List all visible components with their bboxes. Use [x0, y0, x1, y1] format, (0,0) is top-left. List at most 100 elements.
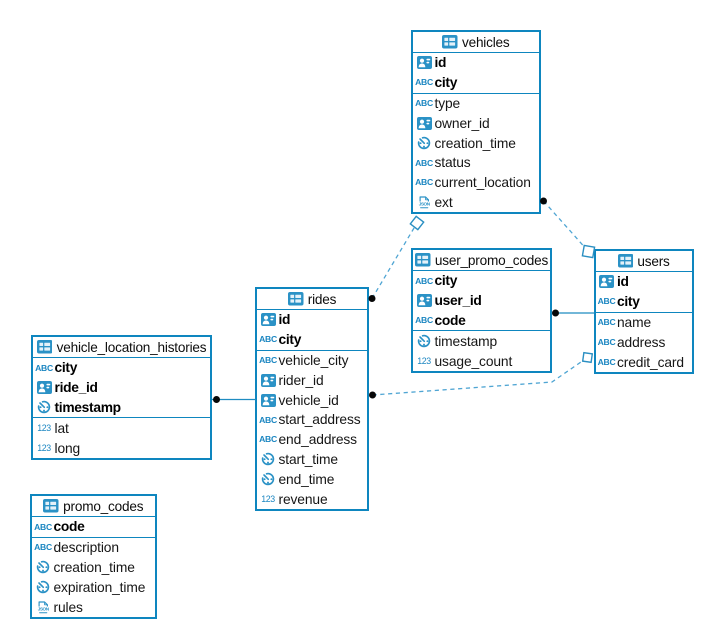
column-row-expiration_time[interactable]: expiration_time [32, 577, 155, 597]
text-abc-icon-glyph: ABC [597, 317, 616, 328]
column-row-owner_id[interactable]: owner_id [413, 113, 539, 133]
text-abc-icon-glyph: ABC [259, 355, 277, 366]
column-row-timestamp[interactable]: timestamp [413, 331, 550, 351]
column-row-creation_time[interactable]: creation_time [413, 133, 539, 153]
table-header-promo_codes[interactable]: promo_codes [32, 496, 155, 517]
column-row-id[interactable]: id [257, 310, 367, 330]
text-abc-icon: ABC [259, 355, 277, 366]
column-row-user_id[interactable]: user_id [413, 291, 550, 311]
table-header-users[interactable]: users [595, 251, 692, 272]
table-title: user_promo_codes [434, 252, 549, 268]
number-123-icon-glyph: 123 [37, 422, 51, 433]
column-name: id [278, 312, 291, 328]
timestamp-icon [416, 334, 432, 348]
uuid-icon [416, 116, 432, 130]
column-row-vehicle_id[interactable]: vehicle_id [257, 390, 367, 410]
column-row-start_time[interactable]: start_time [257, 450, 367, 470]
column-row-creation_time[interactable]: creation_time [32, 558, 155, 578]
relationship-square-marker [581, 351, 594, 364]
timestamp-icon [36, 400, 52, 414]
table-header-user_promo_codes[interactable]: user_promo_codes [413, 250, 550, 271]
table-header-rides[interactable]: rides [257, 289, 367, 310]
table-header-vehicles[interactable]: vehicles [413, 32, 539, 53]
column-name: end_address [278, 432, 358, 448]
column-name: timestamp [434, 333, 498, 349]
text-abc-icon-glyph: ABC [34, 542, 52, 553]
table-icon [415, 253, 431, 267]
column-name: city [54, 360, 78, 376]
relationship-dot-marker [368, 295, 376, 302]
text-abc-icon: ABC [259, 415, 277, 425]
timestamp-icon [260, 472, 276, 486]
column-row-id[interactable]: id [596, 272, 692, 292]
column-name: timestamp [54, 399, 122, 415]
column-row-rider_id[interactable]: rider_id [257, 370, 367, 390]
text-abc-icon-glyph: ABC [597, 336, 616, 347]
number-123-icon: 123 [416, 355, 432, 366]
column-row-end_time[interactable]: end_time [257, 469, 367, 489]
text-abc-icon: ABC [259, 334, 277, 345]
column-name: rider_id [278, 372, 324, 388]
table-icon [442, 35, 458, 49]
column-name: city [434, 273, 458, 289]
table-icon [43, 499, 59, 513]
uuid-icon [599, 275, 615, 289]
timestamp-icon [260, 452, 276, 466]
text-abc-icon-glyph: ABC [597, 356, 616, 367]
table-icon [617, 254, 634, 268]
column-name: city [434, 75, 458, 91]
column-name: status [434, 155, 471, 171]
json-icon: JSON [35, 600, 51, 614]
column-name: start_time [278, 451, 338, 467]
text-abc-icon-glyph: ABC [415, 77, 433, 88]
table-header-vehicle_location_histories[interactable]: vehicle_location_histories [33, 337, 210, 358]
number-123-icon: 123 [36, 424, 52, 433]
text-abc-icon: ABC [34, 542, 52, 553]
number-123-icon: 123 [260, 494, 276, 504]
text-abc-icon: ABC [415, 99, 433, 108]
text-abc-icon-glyph: ABC [259, 334, 277, 345]
table-title: vehicle_location_histories [56, 339, 207, 355]
number-123-icon-glyph: 123 [417, 355, 431, 366]
column-row-id[interactable]: id [413, 53, 539, 73]
text-abc-icon-glyph: ABC [415, 177, 433, 188]
text-abc-icon: ABC [415, 158, 433, 168]
column-row-timestamp[interactable]: timestamp [33, 398, 210, 418]
column-name: owner_id [434, 115, 490, 131]
column-row-ride_id[interactable]: ride_id [33, 378, 210, 398]
column-name: city [278, 332, 302, 348]
column-name: user_id [434, 293, 482, 309]
